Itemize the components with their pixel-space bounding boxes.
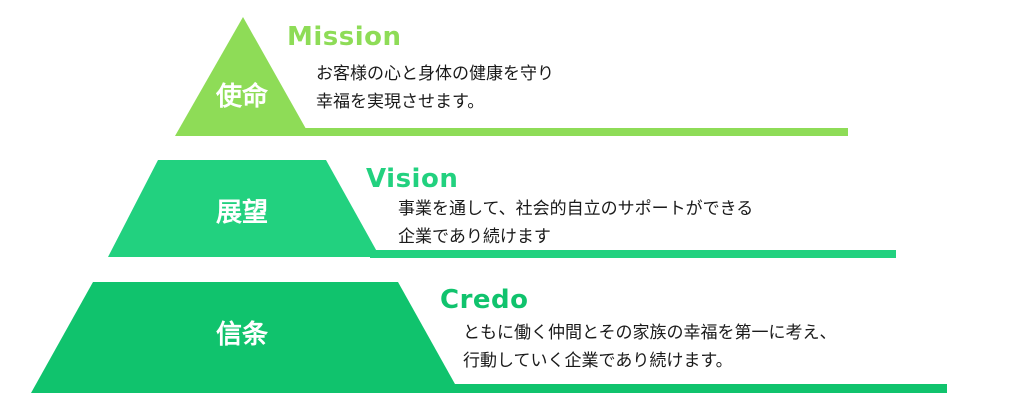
tier-credo-description: ともに働く仲間とその家族の幸福を第一に考え、 行動していく企業であり続けます。 bbox=[463, 319, 837, 375]
tier-mission-underline bbox=[300, 128, 848, 136]
tier-vision-desc-line-2: 企業であり続けます bbox=[398, 227, 551, 247]
tier-mission-heading: Mission bbox=[287, 22, 402, 52]
tier-vision-heading: Vision bbox=[366, 164, 459, 194]
tier-vision-trapezoid bbox=[108, 160, 380, 257]
tier-vision-desc-line-1: 事業を通して、社会的自立のサポートができる bbox=[398, 199, 754, 219]
tier-vision-label: 展望 bbox=[216, 198, 269, 228]
tier-credo-desc-line-2: 行動していく企業であり続けます。 bbox=[463, 351, 733, 371]
tier-mission-desc-line-1: お客様の心と身体の健康を守り bbox=[316, 64, 554, 84]
tier-credo-desc-line-1: ともに働く仲間とその家族の幸福を第一に考え、 bbox=[463, 323, 837, 343]
tier-credo-underline bbox=[448, 384, 947, 393]
tier-vision-underline bbox=[370, 250, 896, 258]
tier-vision-description: 事業を通して、社会的自立のサポートができる 企業であり続けます bbox=[398, 195, 753, 251]
tier-credo-label: 信条 bbox=[216, 320, 269, 350]
tier-mission-description: お客様の心と身体の健康を守り 幸福を実現させます。 bbox=[316, 60, 554, 116]
tier-mission-desc-line-2: 幸福を実現させます。 bbox=[316, 92, 485, 112]
tier-mission-label: 使命 bbox=[216, 82, 269, 112]
tier-mission-triangle bbox=[175, 17, 310, 136]
tier-credo-heading: Credo bbox=[440, 285, 529, 315]
tier-credo-trapezoid bbox=[31, 282, 460, 393]
